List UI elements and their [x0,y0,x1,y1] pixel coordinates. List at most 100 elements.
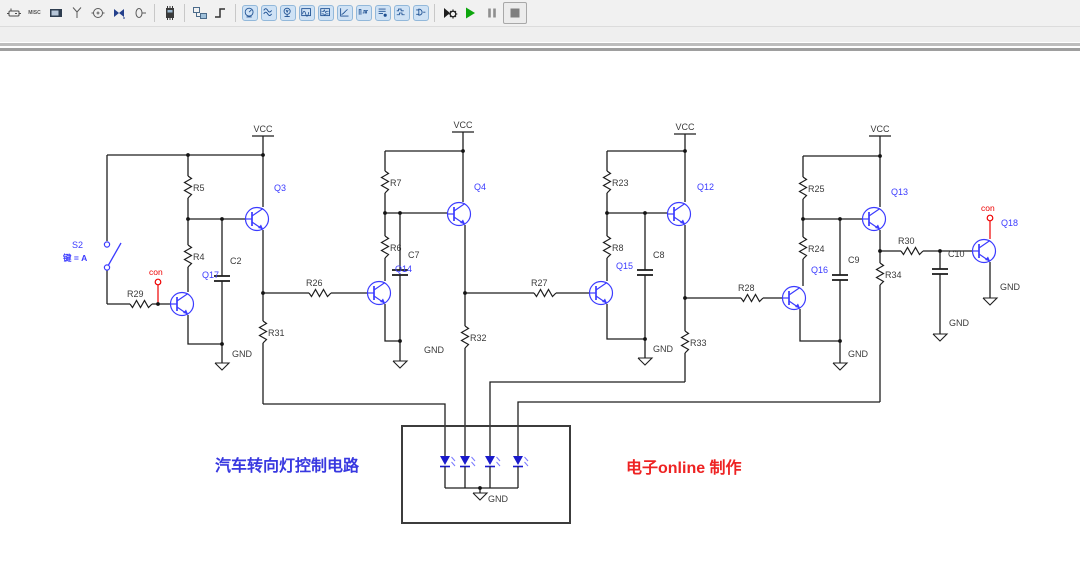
schematic-canvas[interactable]: VCC VCC VCC VCC GND GND GND GND GND GND GND R5R4R29… [0,51,1080,588]
vcc-terminal[interactable]: VCC [252,124,274,137]
title-right: 电子online 制作 [626,458,742,477]
gnd-symbol[interactable]: GND [932,318,970,342]
run-icon [465,7,475,19]
toolbar: MISC [0,0,1080,27]
frequency-counter-button[interactable] [355,5,372,21]
gnd-symbol[interactable]: GND [214,349,253,371]
multimeter-icon [244,7,253,18]
transistor-Q4[interactable]: Q4 [446,182,487,227]
resistor-R30[interactable]: R30 [880,236,972,256]
junction-dot [683,296,687,300]
place-mcu-button[interactable] [160,3,179,23]
place-bus-button[interactable] [211,3,230,23]
led[interactable] [460,453,476,488]
junction-dot [643,337,647,341]
place-rf-icon [72,7,81,18]
refdes-label: Q18 [1001,218,1018,228]
simulation-settings-button[interactable] [440,3,459,23]
gnd-symbol[interactable]: GND [982,282,1021,306]
resistor-R25[interactable]: R25 [798,156,825,219]
capacitor-C9[interactable]: C9 [832,219,860,363]
refdes-label: R28 [738,283,755,293]
transistor-Q12[interactable]: Q12 [666,182,715,227]
place-display-button[interactable] [46,3,65,23]
place-misc-button[interactable]: MISC [25,3,44,23]
capacitor-C8[interactable]: C8 [637,213,665,358]
con-label: con [981,203,995,213]
transistor-Q17[interactable]: Q17 [169,270,220,317]
stop-button[interactable] [503,2,527,24]
led[interactable] [513,453,529,488]
resistor-R8[interactable]: R8 [602,213,624,281]
resistor-R5[interactable]: R5 [183,155,205,219]
place-source-button[interactable] [4,3,23,23]
net-label-con[interactable]: con [149,267,163,304]
pause-button[interactable] [482,3,501,23]
capacitor-C10[interactable]: C10 [932,249,965,334]
capacitor-C7[interactable]: C7 [392,213,420,361]
word-generator-button[interactable] [374,5,391,21]
wire[interactable] [606,304,645,340]
refdes-label: Q17 [202,270,219,280]
place-analog-button[interactable] [88,3,107,23]
resistor-R24[interactable]: R24 [798,219,825,286]
hierarchy-button[interactable] [190,3,209,23]
logic-converter-button[interactable] [412,5,429,21]
gnd-symbol[interactable]: GND [472,492,509,504]
place-display-icon [49,9,62,17]
wire[interactable] [799,309,840,342]
resistor-R34[interactable]: R34 [875,251,902,402]
capacitor-C2[interactable]: C2 [214,219,242,363]
transistor-Q14[interactable]: Q14 [366,264,413,306]
led[interactable] [485,453,501,488]
wire[interactable] [489,381,685,453]
refdes-label: C2 [230,256,242,266]
transistor-Q16[interactable]: Q16 [781,265,829,311]
switch-S2[interactable]: S2键 = A [62,240,122,271]
resistor-R7[interactable]: R7 [380,151,402,213]
gnd-symbol[interactable]: GND [832,349,869,371]
logic-analyzer-button[interactable] [393,5,410,21]
junction-dot [478,486,482,490]
vcc-terminal[interactable]: VCC [869,124,891,137]
place-rf-button[interactable] [67,3,86,23]
transistor-Q18[interactable]: Q18 [971,218,1019,264]
place-transistor-button[interactable] [109,3,128,23]
wattmeter-button[interactable] [279,5,296,21]
refdes-label: C9 [848,255,860,265]
wire[interactable] [263,403,446,453]
resistor-R27[interactable]: R27 [465,278,589,298]
resistor-R26[interactable]: R26 [263,278,368,298]
run-button[interactable] [461,3,480,23]
resistor-R32[interactable]: R32 [460,293,487,453]
bode-plotter-button[interactable] [336,5,353,21]
resistor-R29[interactable]: R29 [107,289,171,309]
junction-dot [461,149,465,153]
wire[interactable] [384,304,400,342]
resistor-R28[interactable]: R28 [685,283,783,303]
resistor-R4[interactable]: R4 [183,219,205,292]
transistor-Q13[interactable]: Q13 [861,187,909,232]
transistor-Q3[interactable]: Q3 [244,183,287,232]
wire[interactable] [517,401,880,453]
resistor-R31[interactable]: R31 [258,293,285,404]
four-channel-oscilloscope-button[interactable] [317,5,334,21]
resistor-R23[interactable]: R23 [602,151,629,213]
vcc-terminal[interactable]: VCC [674,122,696,135]
multimeter-button[interactable] [241,5,258,21]
led-box[interactable] [401,425,571,524]
resistor-R6[interactable]: R6 [380,213,402,281]
led[interactable] [440,453,456,488]
wire[interactable] [187,315,222,345]
oscilloscope-button[interactable] [298,5,315,21]
gnd-symbol[interactable]: GND [392,345,445,369]
refdes-label: Q13 [891,187,908,197]
function-generator-button[interactable] [260,5,277,21]
refdes-label: R6 [390,243,402,253]
transistor-Q15[interactable]: Q15 [588,261,634,306]
gnd-symbol[interactable]: GND [637,344,674,366]
place-connector-button[interactable] [130,3,149,23]
vcc-terminal[interactable]: VCC [452,120,474,133]
resistor-R33[interactable]: R33 [680,298,707,382]
net-label-con[interactable]: con [981,203,995,239]
